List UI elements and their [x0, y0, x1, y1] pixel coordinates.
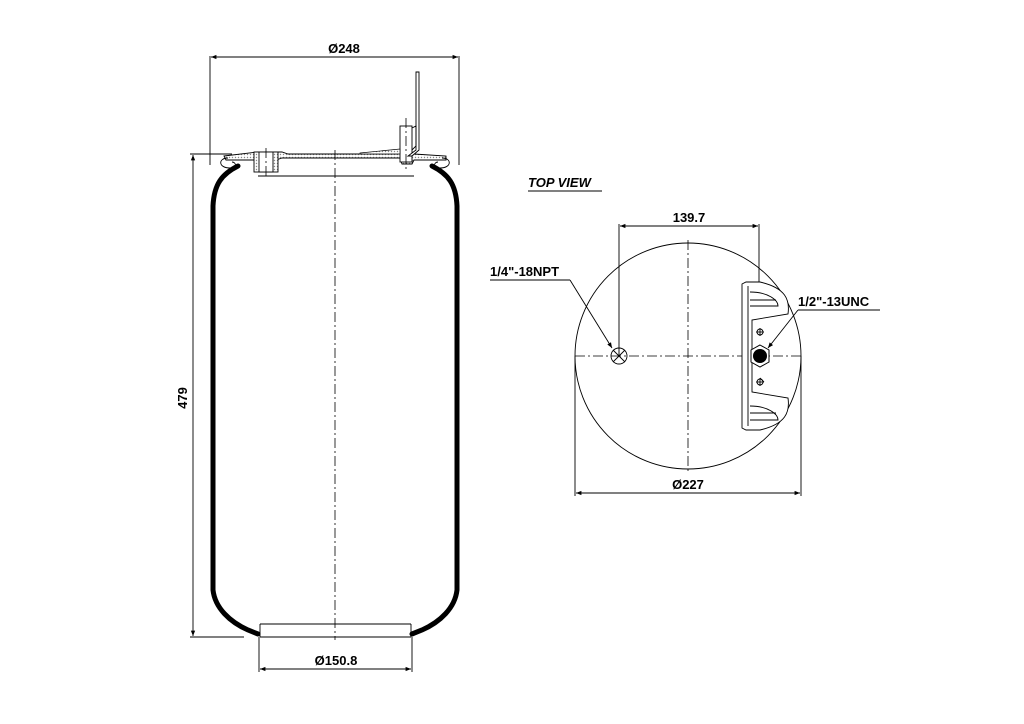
- stud-callout: 1/2"-13UNC: [767, 294, 880, 349]
- top-diameter-dimension: Ø248: [209, 41, 460, 165]
- bottom-diameter-dimension: Ø150.8: [258, 637, 413, 672]
- bottom-diameter-label: Ø150.8: [315, 653, 358, 668]
- top-view-diameter-dimension: Ø227: [574, 356, 802, 496]
- air-fitting: 1/4"-18NPT: [490, 264, 628, 365]
- top-view-diameter-label: Ø227: [672, 477, 704, 492]
- top-bead-plate: [220, 71, 450, 178]
- top-view-title: TOP VIEW: [528, 175, 593, 190]
- stud-label: 1/2"-13UNC: [798, 294, 870, 309]
- air-fitting-label: 1/4"-18NPT: [490, 264, 559, 279]
- height-label: 479: [175, 387, 190, 409]
- mounting-bracket: [741, 281, 789, 431]
- side-view: Ø248 479: [175, 41, 460, 672]
- top-view: TOP VIEW 139.7 1/4"-18NPT: [490, 175, 880, 496]
- bellows-body: [210, 163, 460, 638]
- stud-icon: [753, 349, 767, 363]
- height-dimension: 479: [175, 153, 244, 638]
- top-diameter-label: Ø248: [328, 41, 360, 56]
- bolt-spacing-label: 139.7: [673, 210, 706, 225]
- bolt-spacing-dimension: 139.7: [618, 210, 760, 356]
